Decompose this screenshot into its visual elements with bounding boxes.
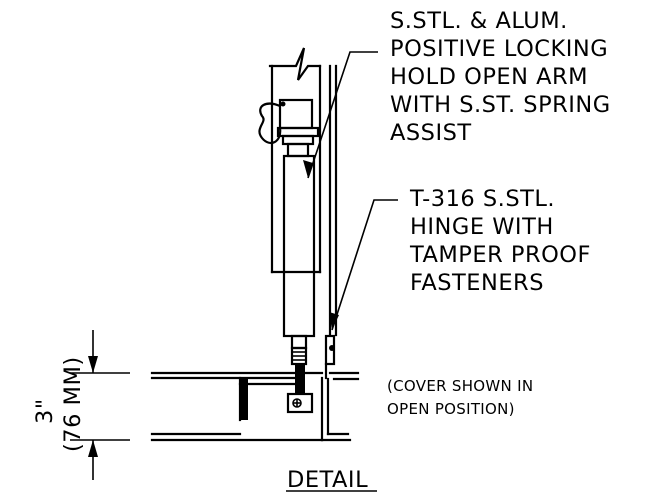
hinge-callout-line-4: FASTENERS	[410, 270, 544, 296]
arm-callout-text: S.STL. & ALUM. POSITIVE LOCKING HOLD OPE…	[390, 8, 611, 146]
hold-open-arm	[258, 98, 320, 414]
cover-frame	[150, 371, 360, 442]
arm-callout-line-3: HOLD OPEN ARM	[390, 64, 588, 90]
arm-callout-line-5: ASSIST	[390, 120, 472, 146]
hinge-leader-line	[331, 199, 398, 331]
cover-note-line-1: (COVER SHOWN IN	[387, 377, 533, 395]
arm-spring-cylinder	[282, 154, 316, 338]
height-dimension: 3" (76 MM)	[32, 330, 130, 480]
hinge-callout-line-1: T-316 S.STL.	[409, 186, 555, 212]
detail-caption: DETAIL	[287, 467, 368, 493]
hinge-callout-line-3: TAMPER PROOF	[409, 242, 591, 268]
arm-leader-line	[307, 51, 378, 179]
hinge	[324, 334, 336, 380]
arm-callout-line-1: S.STL. & ALUM.	[390, 8, 568, 34]
arm-leader-arrowhead	[303, 160, 313, 178]
dimension-metric-label: (76 MM)	[60, 356, 86, 452]
dimension-value-label: 3"	[32, 398, 58, 424]
frame-wall-section	[268, 47, 338, 337]
cover-stiffener	[240, 378, 248, 420]
arm-callout-line-2: POSITIVE LOCKING	[390, 36, 608, 62]
cover-note-text: (COVER SHOWN IN OPEN POSITION)	[387, 377, 533, 418]
hinge-callout-text: T-316 S.STL. HINGE WITH TAMPER PROOF FAS…	[409, 186, 591, 296]
hinge-callout-line-2: HINGE WITH	[410, 214, 554, 240]
arm-callout-line-4: WITH S.ST. SPRING	[390, 92, 611, 118]
cover-note-line-2: OPEN POSITION)	[387, 400, 515, 418]
